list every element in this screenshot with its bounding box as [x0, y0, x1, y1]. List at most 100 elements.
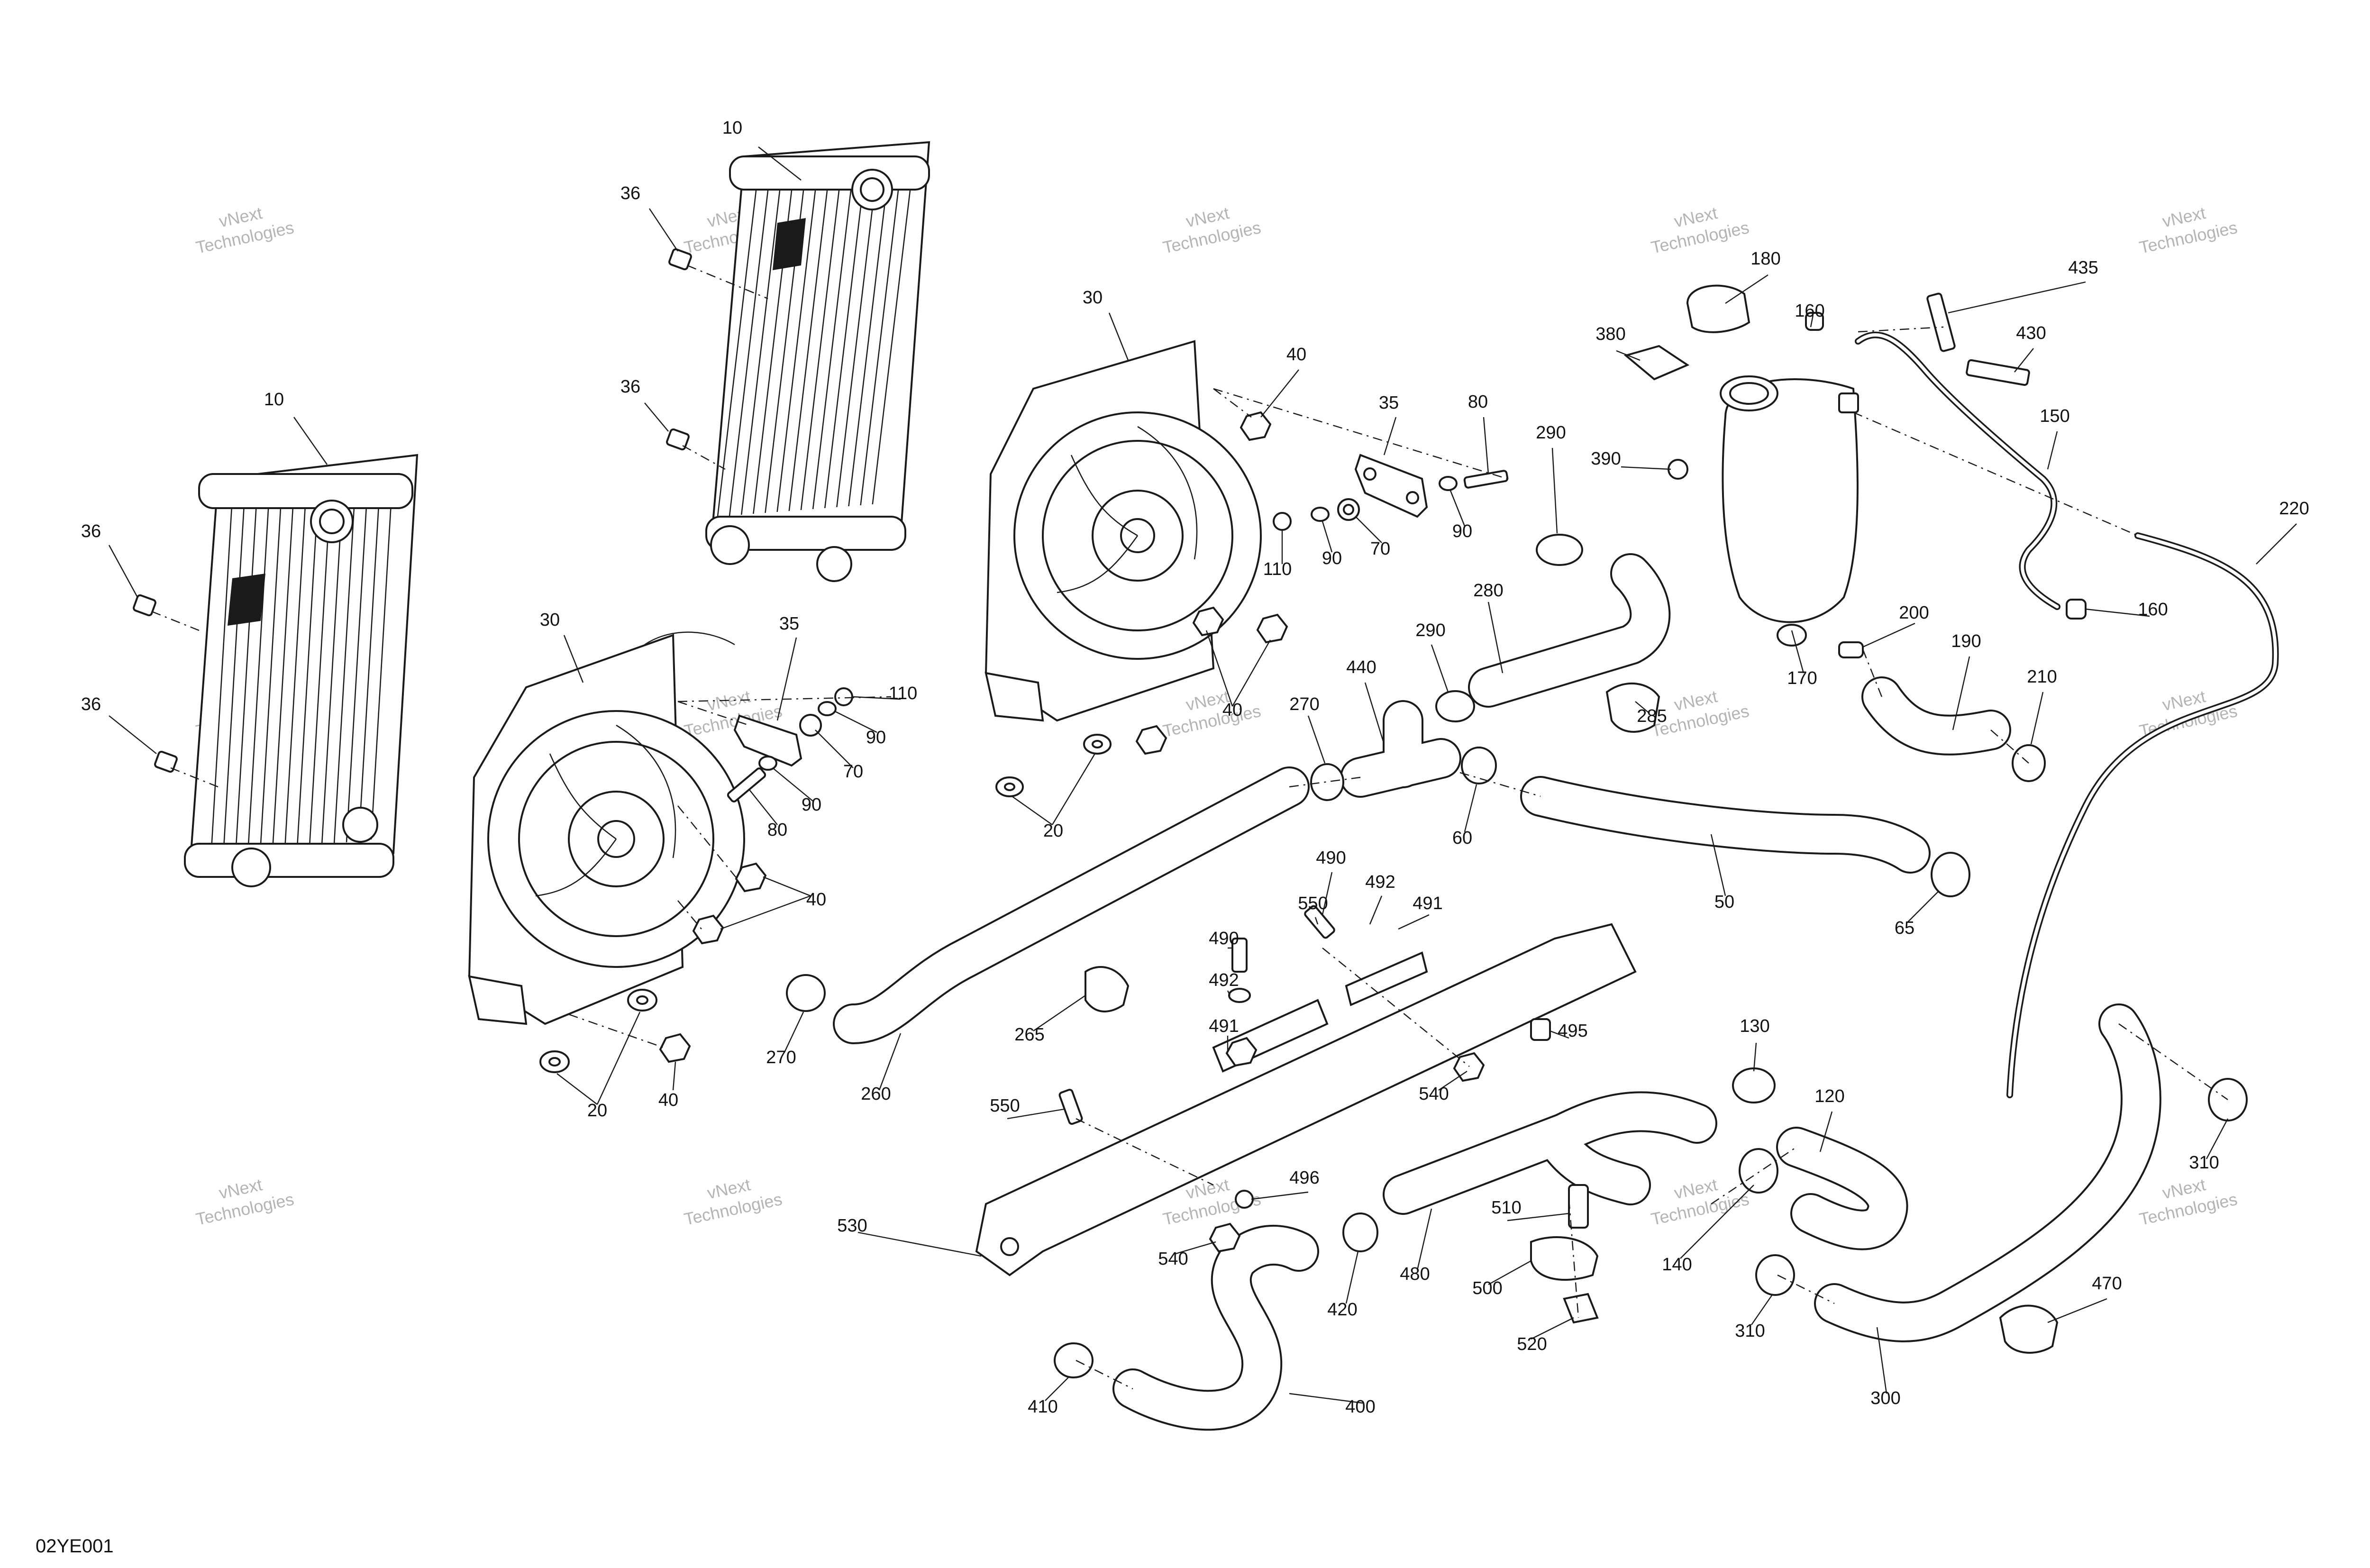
callout-20: 20: [1043, 821, 1063, 841]
callout-492: 492: [1209, 970, 1239, 990]
callout-530: 530: [837, 1216, 867, 1236]
assembly-lines: [151, 264, 2228, 1390]
callout-210: 210: [2027, 667, 2057, 687]
callout-495: 495: [1558, 1021, 1587, 1041]
callout-260: 260: [861, 1084, 891, 1104]
callout-491: 491: [1209, 1016, 1239, 1036]
callout-60: 60: [1452, 828, 1472, 848]
callout-70: 70: [1370, 539, 1390, 559]
callout-410: 410: [1028, 1397, 1057, 1417]
watermark: vNext Technologies: [1650, 203, 1751, 257]
callout-labels: 10 10 36 36 36 36 30 30 35 35 40 40 40 40 80 80 90 90 90 90…: [81, 118, 2309, 1417]
callout-290: 290: [1415, 620, 1445, 640]
callout-435: 435: [2068, 258, 2098, 278]
callout-496: 496: [1289, 1168, 1319, 1188]
callout-470: 470: [2092, 1274, 2122, 1294]
callout-150: 150: [2040, 406, 2069, 426]
callout-35: 35: [779, 614, 799, 634]
callout-490: 490: [1209, 929, 1239, 948]
watermark: vNext Technologies: [1161, 203, 1263, 257]
callout-160: 160: [1795, 301, 1824, 321]
callout-36: 36: [620, 183, 640, 203]
leader-lines: [108, 146, 2297, 1404]
support-beam: [975, 905, 1637, 1324]
callout-36: 36: [81, 694, 101, 714]
callout-430: 430: [2016, 323, 2046, 343]
watermark: vNext Technologies: [683, 1175, 784, 1229]
callout-440: 440: [1346, 657, 1376, 677]
callout-50: 50: [1714, 892, 1734, 912]
watermark: vNext Technologies: [1161, 686, 1263, 741]
callout-400: 400: [1345, 1397, 1375, 1417]
callout-160: 160: [2138, 600, 2168, 620]
callout-170: 170: [1787, 668, 1817, 688]
callout-520: 520: [1517, 1334, 1547, 1354]
fan-shroud-upper: [984, 340, 1262, 722]
callout-36: 36: [620, 377, 640, 397]
callout-35: 35: [1379, 393, 1399, 413]
callout-310: 310: [1735, 1321, 1765, 1341]
radiator-upper: [705, 141, 930, 582]
callout-380: 380: [1595, 324, 1625, 344]
callout-492: 492: [1365, 872, 1395, 892]
callout-70: 70: [843, 762, 863, 782]
callout-285: 285: [1637, 706, 1667, 726]
watermark: vNext Technologies: [2138, 1175, 2239, 1229]
callout-36: 36: [81, 521, 101, 541]
hardware: [133, 248, 1509, 1073]
callout-300: 300: [1870, 1388, 1900, 1408]
callout-40: 40: [1286, 345, 1306, 365]
callout-80: 80: [1468, 392, 1488, 412]
callout-310: 310: [2189, 1153, 2219, 1173]
callout-20: 20: [587, 1101, 607, 1121]
callout-510: 510: [1491, 1198, 1521, 1218]
radiator-lower: [184, 454, 419, 887]
callout-180: 180: [1750, 249, 1780, 269]
callout-280: 280: [1473, 581, 1503, 601]
callout-110: 110: [889, 684, 918, 703]
callout-90: 90: [802, 795, 821, 815]
watermark: vNext Technologies: [194, 1175, 296, 1229]
callout-130: 130: [1740, 1016, 1769, 1036]
callout-270: 270: [1289, 694, 1319, 714]
diagram-code: 02YE001: [36, 1536, 114, 1557]
watermark: vNext Technologies: [2138, 203, 2239, 257]
watermark: vNext Technologies: [1650, 1175, 1751, 1229]
clamps: [786, 534, 2248, 1378]
callout-30: 30: [1083, 288, 1103, 308]
callout-550: 550: [1298, 893, 1328, 913]
callout-110: 110: [1263, 559, 1292, 579]
callout-40: 40: [1222, 700, 1242, 720]
callout-290: 290: [1536, 423, 1566, 443]
callout-40: 40: [806, 890, 826, 910]
callout-10: 10: [264, 390, 284, 410]
callout-10: 10: [722, 118, 742, 138]
callout-220: 220: [2279, 499, 2309, 519]
callout-390: 390: [1591, 449, 1621, 469]
callout-200: 200: [1899, 603, 1929, 623]
callout-480: 480: [1400, 1264, 1430, 1284]
callout-540: 540: [1419, 1084, 1449, 1104]
callout-491: 491: [1413, 893, 1442, 913]
watermark: vNext Technologies: [2138, 686, 2239, 741]
callout-270: 270: [766, 1048, 796, 1067]
callout-500: 500: [1472, 1278, 1502, 1298]
callout-120: 120: [1814, 1086, 1844, 1106]
callout-190: 190: [1951, 631, 1981, 651]
callout-90: 90: [1452, 521, 1472, 541]
callout-65: 65: [1895, 918, 1914, 938]
callout-265: 265: [1014, 1025, 1044, 1045]
callout-540: 540: [1158, 1249, 1188, 1269]
callout-420: 420: [1327, 1300, 1357, 1320]
callout-40: 40: [658, 1090, 678, 1110]
callout-490: 490: [1316, 848, 1346, 868]
callout-90: 90: [866, 728, 886, 748]
callout-80: 80: [767, 820, 787, 840]
callout-550: 550: [990, 1096, 1020, 1116]
callout-90: 90: [1322, 548, 1342, 568]
callout-30: 30: [540, 610, 560, 630]
callout-140: 140: [1662, 1255, 1692, 1275]
hoses: [833, 331, 2279, 1431]
fan-shroud-lower: [468, 631, 745, 1025]
